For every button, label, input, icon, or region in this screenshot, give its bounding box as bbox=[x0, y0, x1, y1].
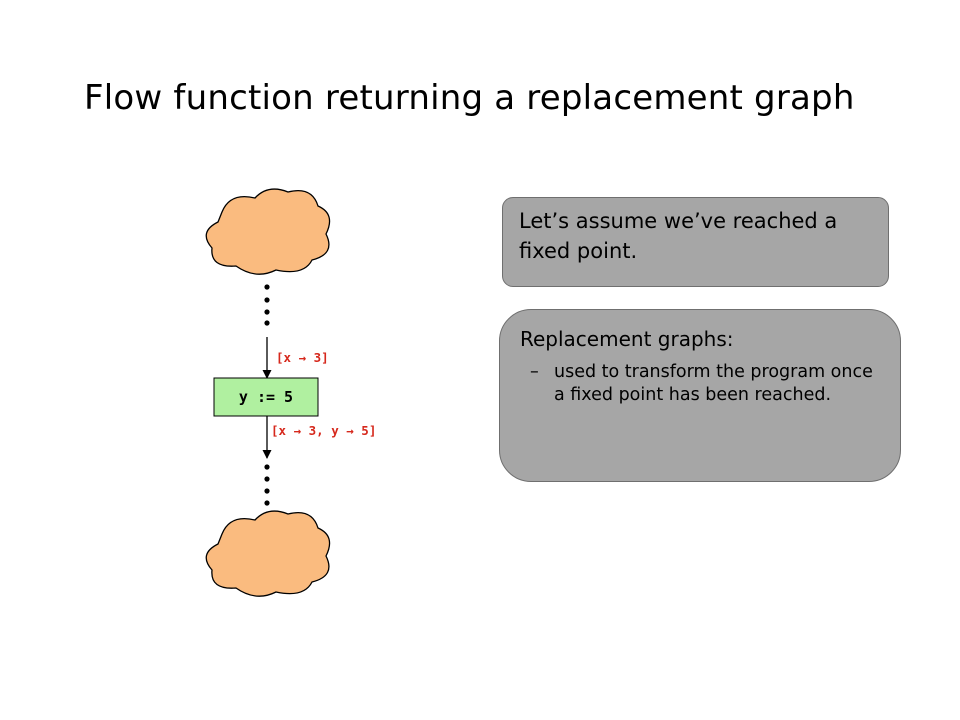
callout-replacement-bullet: – used to transform the program once a f… bbox=[520, 361, 880, 407]
ellipsis-dots-top bbox=[264, 284, 270, 326]
callout-replacement-bullet-text: used to transform the program once a fix… bbox=[554, 362, 873, 405]
callout-fixed-point: Let’s assume we’ve reached a fixed point… bbox=[502, 197, 889, 287]
edge-out-label: [x → 3, y → 5] bbox=[271, 423, 376, 438]
callout-replacement-heading: Replacement graphs: bbox=[520, 327, 734, 351]
cloud-top bbox=[205, 188, 331, 275]
slide-title: Flow function returning a replacement gr… bbox=[84, 78, 855, 118]
node-assignment: y := 5 bbox=[213, 377, 319, 417]
ellipsis-dots-bottom bbox=[264, 464, 270, 506]
edge-in-label: [x → 3] bbox=[276, 350, 329, 365]
callout-replacement-graphs: Replacement graphs: – used to transform … bbox=[499, 309, 901, 482]
callout-fixed-point-text: Let’s assume we’ve reached a fixed point… bbox=[519, 209, 838, 263]
bullet-dash: – bbox=[530, 362, 539, 382]
node-label: y := 5 bbox=[239, 388, 293, 406]
cloud-bottom bbox=[205, 510, 331, 597]
